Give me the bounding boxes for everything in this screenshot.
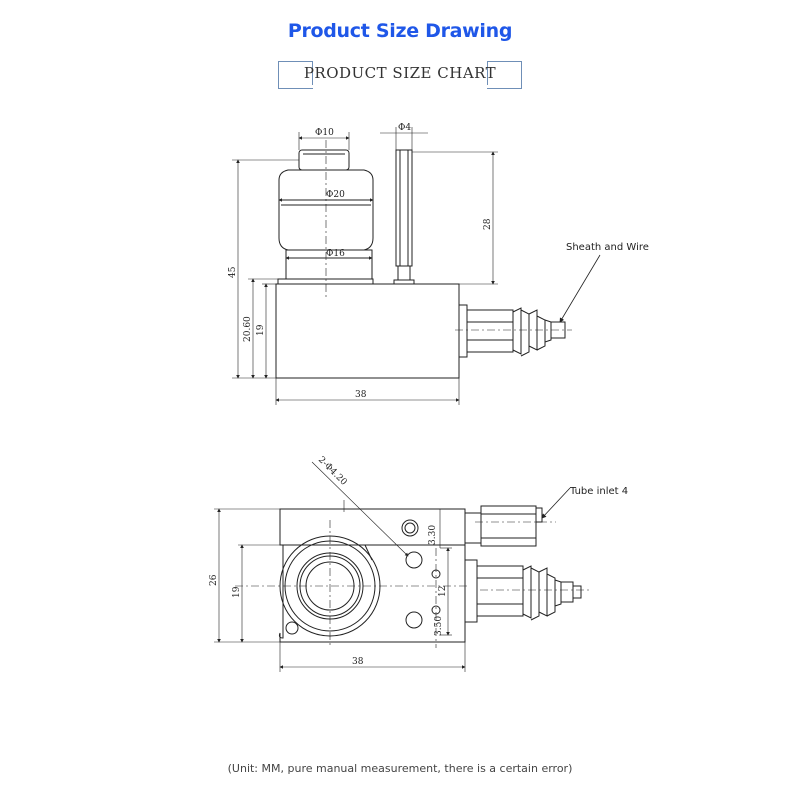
title-box-frame	[312, 61, 488, 85]
dim-38-plan: 38	[352, 657, 364, 667]
mount-hole-mid	[405, 551, 423, 569]
locating-pin	[285, 621, 299, 635]
top-stem	[298, 149, 350, 171]
dim-45: 45	[228, 266, 238, 278]
side-view	[232, 127, 601, 405]
cable-nut	[458, 304, 468, 358]
plan-view	[214, 461, 590, 672]
dim-26: 26	[209, 574, 219, 586]
dim-3-50: 3.50	[434, 616, 444, 636]
plan-outline	[278, 508, 466, 643]
dim-phi20: Φ20	[326, 190, 345, 200]
mount-hole-top	[401, 519, 419, 537]
dim-phi4: Φ4	[398, 123, 411, 133]
dim-19-side: 19	[256, 324, 266, 336]
unit-footnote: (Unit: MM, pure manual measurement, ther…	[227, 762, 573, 775]
dim-38-side: 38	[355, 390, 367, 400]
sensor-body	[275, 283, 460, 379]
plan-cable-spring	[522, 565, 562, 621]
vent-pin	[395, 149, 413, 267]
dim-3-30: 3.30	[428, 525, 438, 545]
dim-phi10: Φ10	[315, 128, 334, 138]
plan-cable-nut	[464, 559, 478, 623]
chart-title-box: PRODUCT SIZE CHART	[278, 61, 522, 89]
title-box-right-cap	[487, 61, 522, 89]
label-sheath-wire: Sheath and Wire	[566, 242, 649, 253]
chart-subtitle: PRODUCT SIZE CHART	[303, 64, 497, 82]
dim-hole-phi: 2-Φ4.20	[316, 455, 349, 488]
page-title: Product Size Drawing	[287, 20, 513, 42]
mount-hole-bottom	[405, 611, 423, 629]
dim-12: 12	[438, 586, 448, 597]
cable-spring	[512, 307, 552, 357]
upper-cylinder	[278, 169, 374, 251]
dim-phi16: Φ16	[326, 249, 345, 259]
dim-19-plan: 19	[232, 586, 242, 598]
dim-20-60: 20.60	[243, 316, 253, 342]
label-tube-inlet: Tube inlet 4	[569, 486, 628, 497]
title-box-left-cap	[278, 61, 313, 89]
dim-28: 28	[483, 218, 493, 230]
base-ring	[277, 278, 374, 285]
tube-inlet-nut	[464, 512, 482, 544]
